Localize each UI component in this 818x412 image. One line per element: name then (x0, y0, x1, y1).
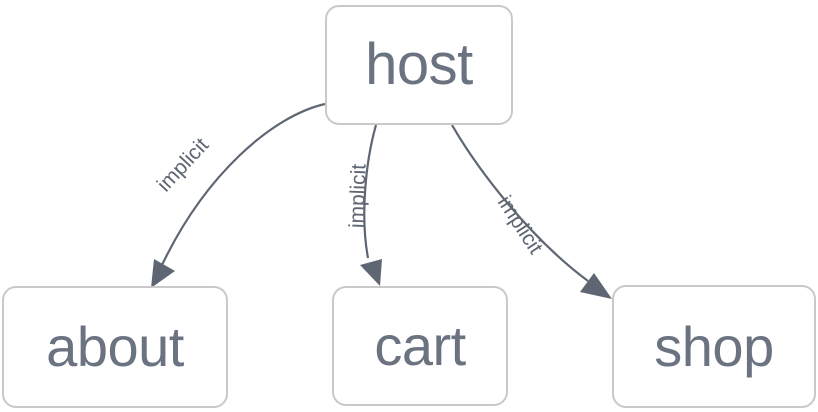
edge-host-about-path (161, 102, 326, 266)
edge-host-shop (451, 124, 612, 299)
edge-host-about (151, 102, 326, 288)
edge-label-host-about: implicit (152, 133, 214, 197)
edge-host-shop-arrowhead (580, 273, 612, 299)
edge-host-cart-arrowhead (360, 259, 382, 286)
edge-host-about-arrowhead (151, 259, 175, 288)
graph-node-cart-label: cart (374, 314, 466, 377)
graph-node-shop[interactable]: shop (612, 285, 816, 408)
graph-node-host[interactable]: host (325, 5, 513, 125)
graph-node-about-label: about (46, 315, 184, 378)
edge-label-host-shop: implicit (492, 191, 548, 259)
graph-node-host-label: host (365, 32, 473, 97)
edge-label-host-cart: implicit (345, 163, 371, 229)
graph-node-shop-label: shop (654, 314, 774, 378)
graph-node-cart[interactable]: cart (332, 286, 508, 406)
graph-node-about[interactable]: about (2, 286, 228, 408)
